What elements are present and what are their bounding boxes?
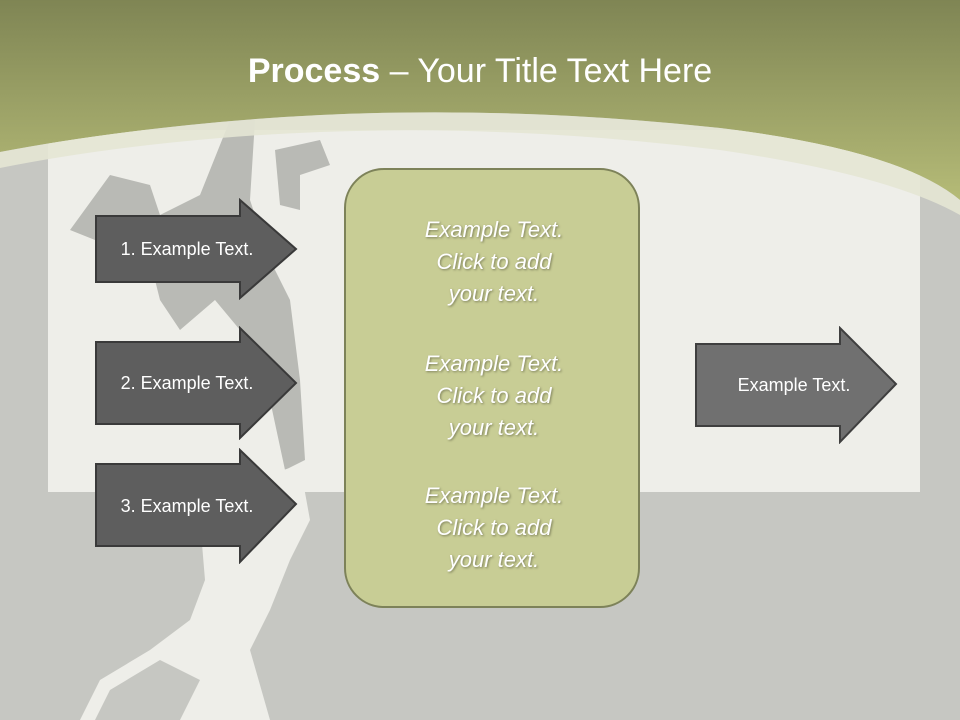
- arrow-shape: [95, 325, 298, 441]
- center-paragraph-3: Example Text. Click to add your text.: [424, 483, 564, 572]
- process-arrow-3[interactable]: 3. Example Text.: [94, 447, 300, 565]
- result-arrow[interactable]: Example Text.: [694, 325, 900, 445]
- arrow-shape: [695, 325, 898, 445]
- center-paragraph-2: Example Text. Click to add your text.: [424, 351, 564, 440]
- title-bold: Process: [247, 52, 381, 90]
- center-text-box[interactable]: Example Text. Click to add your text. Ex…: [344, 168, 640, 608]
- arrow-label: 1. Example Text.: [120, 238, 254, 259]
- title-text: Your Title Text Here: [417, 52, 713, 90]
- process-arrow-2[interactable]: 2. Example Text.: [94, 325, 300, 441]
- arrow-label: 2. Example Text.: [120, 372, 254, 393]
- arrow-shape: [95, 447, 298, 565]
- title-dash: –: [380, 52, 418, 90]
- arrow-shape: [95, 197, 298, 301]
- center-paragraph-1: Example Text. Click to add your text.: [424, 217, 564, 306]
- header-band: [0, 0, 960, 200]
- header-swoosh: [0, 112, 960, 215]
- arrow-label: Example Text.: [737, 374, 851, 395]
- arrow-label: 3. Example Text.: [120, 495, 254, 516]
- slide-title[interactable]: Process – Your Title Text Here: [0, 52, 960, 91]
- process-arrow-1[interactable]: 1. Example Text.: [94, 197, 300, 301]
